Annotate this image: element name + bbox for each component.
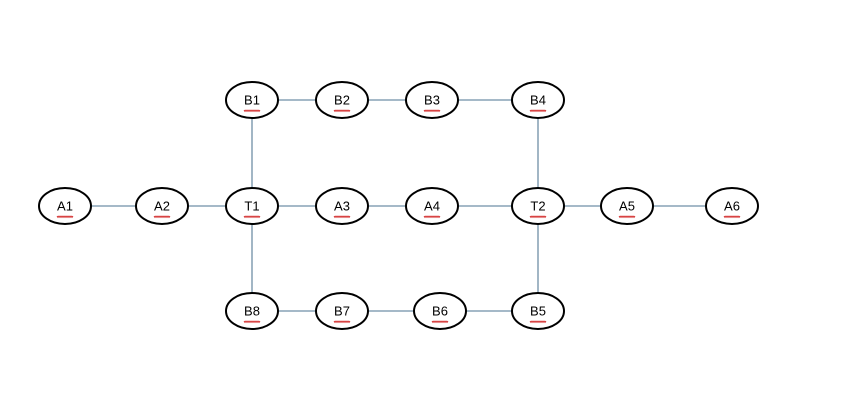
node-ellipse [600, 187, 654, 225]
node-label: B7 [334, 304, 350, 319]
spellcheck-underline [423, 215, 441, 219]
spellcheck-underline [243, 215, 261, 219]
spellcheck-underline [56, 215, 74, 219]
node-ellipse [38, 187, 92, 225]
spellcheck-underline [333, 320, 351, 324]
node-label: A2 [154, 199, 170, 214]
spellcheck-underline [529, 109, 547, 113]
node-ellipse [413, 292, 467, 330]
node-ellipse [405, 187, 459, 225]
node-ellipse [225, 81, 279, 119]
spellcheck-underline [618, 215, 636, 219]
node-b3: B3 [405, 81, 459, 119]
node-b7: B7 [315, 292, 369, 330]
spellcheck-underline [333, 215, 351, 219]
node-b6: B6 [413, 292, 467, 330]
spellcheck-underline [431, 320, 449, 324]
node-label: B2 [334, 93, 350, 108]
spellcheck-underline [243, 109, 261, 113]
node-b2: B2 [315, 81, 369, 119]
node-b5: B5 [511, 292, 565, 330]
node-ellipse [511, 187, 565, 225]
node-ellipse [705, 187, 759, 225]
node-label: B3 [424, 93, 440, 108]
node-a4: A4 [405, 187, 459, 225]
node-ellipse [511, 292, 565, 330]
node-ellipse [225, 187, 279, 225]
node-label: B1 [244, 93, 260, 108]
node-ellipse [315, 81, 369, 119]
spellcheck-underline [333, 109, 351, 113]
spellcheck-underline [243, 320, 261, 324]
node-t2: T2 [511, 187, 565, 225]
node-ellipse [225, 292, 279, 330]
node-label: B5 [530, 304, 546, 319]
node-label: T1 [244, 199, 259, 214]
node-label: A6 [724, 199, 740, 214]
node-ellipse [405, 81, 459, 119]
node-label: B4 [530, 93, 546, 108]
node-label: B6 [432, 304, 448, 319]
node-label: B8 [244, 304, 260, 319]
node-a6: A6 [705, 187, 759, 225]
spellcheck-underline [153, 215, 171, 219]
spellcheck-underline [423, 109, 441, 113]
node-ellipse [511, 81, 565, 119]
node-ellipse [135, 187, 189, 225]
node-t1: T1 [225, 187, 279, 225]
node-label: A5 [619, 199, 635, 214]
spellcheck-underline [529, 320, 547, 324]
node-a1: A1 [38, 187, 92, 225]
node-b4: B4 [511, 81, 565, 119]
node-a3: A3 [315, 187, 369, 225]
node-label: A4 [424, 199, 440, 214]
node-ellipse [315, 292, 369, 330]
spellcheck-underline [529, 215, 547, 219]
node-b1: B1 [225, 81, 279, 119]
node-label: A1 [57, 199, 73, 214]
node-ellipse [315, 187, 369, 225]
spellcheck-underline [723, 215, 741, 219]
node-a5: A5 [600, 187, 654, 225]
node-b8: B8 [225, 292, 279, 330]
node-label: A3 [334, 199, 350, 214]
node-label: T2 [530, 199, 545, 214]
node-a2: A2 [135, 187, 189, 225]
